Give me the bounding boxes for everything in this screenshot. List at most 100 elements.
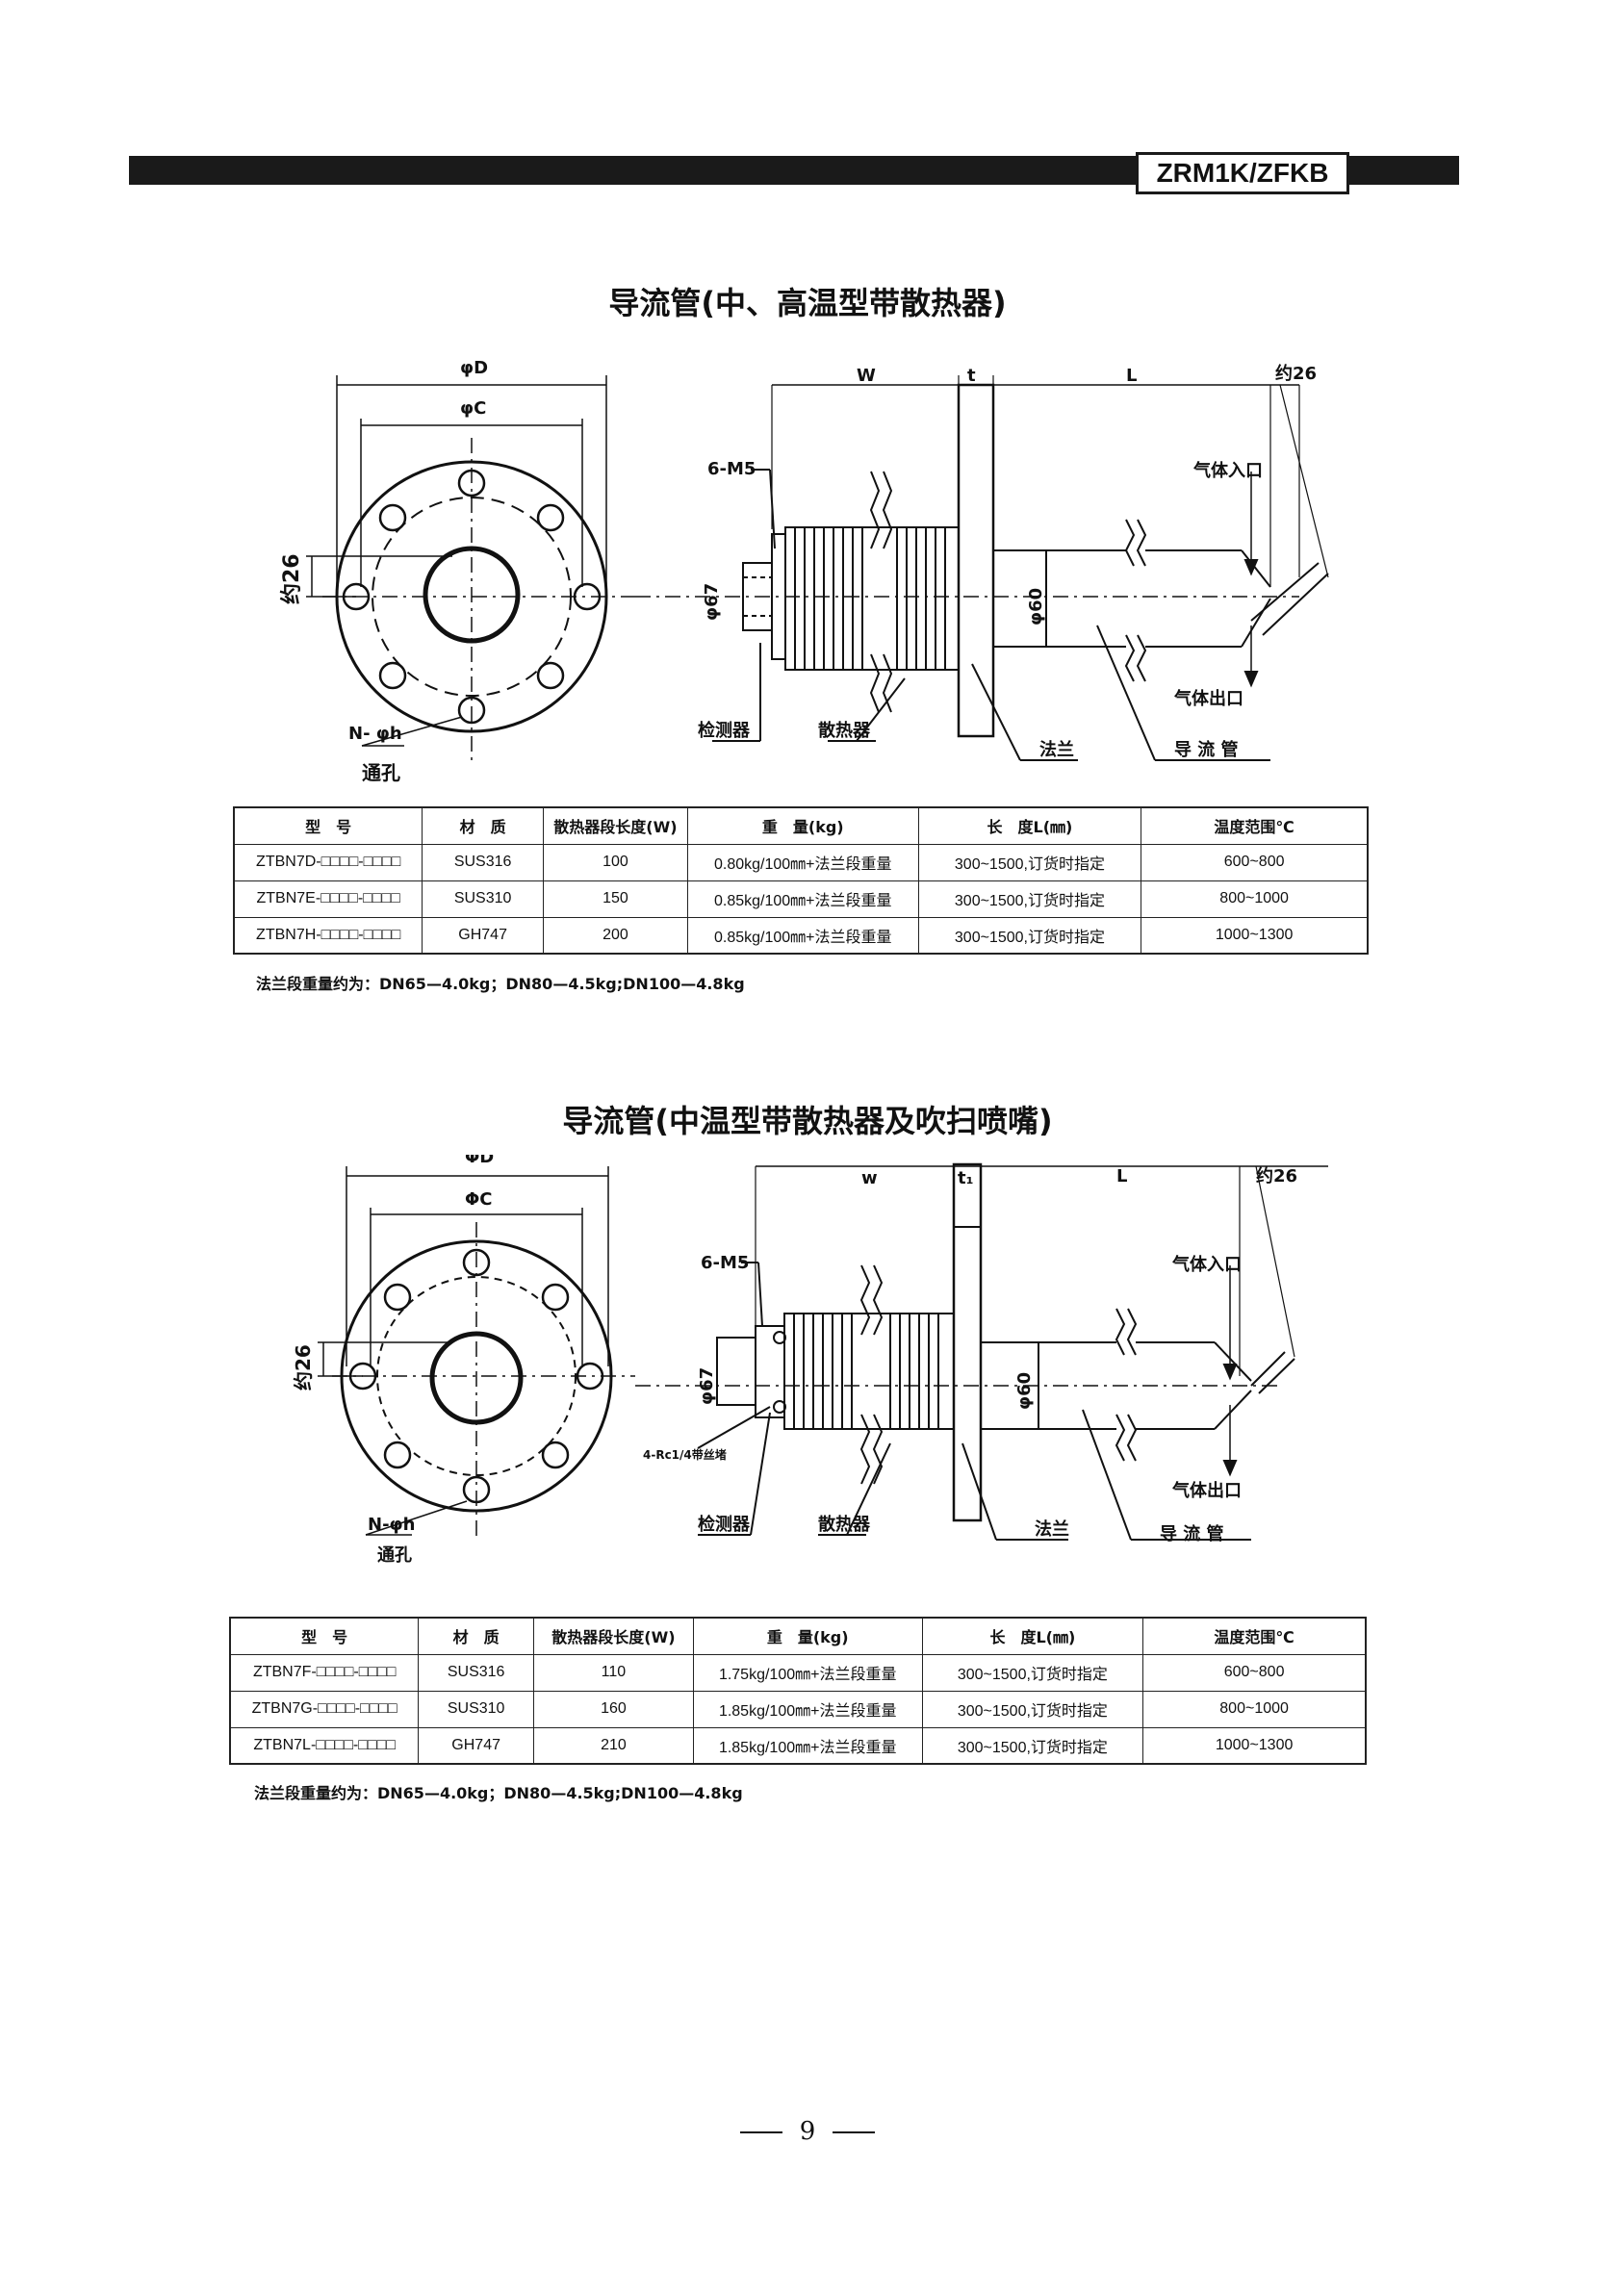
s2-n-phih-label: N-φh — [368, 1515, 415, 1535]
table-header-row: 型 号材 质散热器段长度(W)重 量(kg)长 度L(㎜)温度范围℃ — [229, 1617, 1367, 1655]
table-header-cell: 温度范围℃ — [1142, 1617, 1367, 1655]
s1-phiC-label: φC — [460, 398, 486, 419]
s1-flange-label: 法兰 — [1039, 739, 1074, 760]
model-tag: ZRM1K/ZFKB — [1136, 152, 1349, 194]
s1-m5-label: 6-M5 — [707, 459, 756, 479]
page-number-text: 9 — [799, 2117, 816, 2146]
section1-title: 导流管(中、高温型带散热器) — [608, 285, 1007, 321]
s1-w-label: W — [857, 366, 876, 386]
table-cell: ZTBN7H-□□□□-□□□□ — [233, 916, 423, 955]
table-cell: 150 — [542, 880, 688, 918]
table-header-cell: 长 度L(㎜) — [921, 1617, 1144, 1655]
s2-guide-tube-label: 导 流 管 — [1160, 1523, 1224, 1544]
table-header-cell: 温度范围℃ — [1141, 806, 1369, 845]
s2-gas-out-label: 气体出口 — [1171, 1480, 1242, 1501]
section1-drawing: φD φC 约26 N- φh 通孔 W t L 约26 6-M5 φ67 φ6… — [279, 358, 1329, 784]
table-cell: 210 — [533, 1726, 694, 1765]
page-number-dash-left — [739, 2131, 782, 2133]
table-cell: 110 — [533, 1653, 694, 1692]
s1-gas-in-label: 气体入口 — [1192, 460, 1263, 481]
table-header-cell: 散热器段长度(W) — [542, 806, 688, 845]
table-cell: 600~800 — [1142, 1653, 1367, 1692]
s2-phiD-label: ΦD — [465, 1155, 494, 1167]
s2-approx26-right: 约26 — [1256, 1165, 1297, 1186]
table-cell: 300~1500,订货时指定 — [921, 1653, 1144, 1692]
table-header-cell: 重 量(kg) — [692, 1617, 923, 1655]
table-cell: 1.75kg/100㎜+法兰段重量 — [692, 1653, 923, 1692]
table-cell: 1.85kg/100㎜+法兰段重量 — [692, 1690, 923, 1728]
table-header-cell: 型 号 — [233, 806, 423, 845]
s1-radiator-label: 散热器 — [818, 720, 871, 741]
s1-phi60-label: φ60 — [1026, 588, 1046, 625]
s1-approx26-right: 约26 — [1275, 363, 1317, 384]
s1-guide-tube-label: 导 流 管 — [1174, 739, 1239, 760]
table-cell: 0.80kg/100㎜+法兰段重量 — [686, 843, 919, 881]
table-cell: ZTBN7E-□□□□-□□□□ — [233, 880, 423, 918]
table-cell: 600~800 — [1141, 843, 1369, 881]
s2-m5-label: 6-M5 — [701, 1253, 749, 1273]
s1-t-label: t — [967, 366, 976, 386]
table-cell: 1000~1300 — [1142, 1726, 1367, 1765]
s2-rc-label: 4-Rc1/4带丝堵 — [643, 1447, 727, 1462]
table-cell: 1.85kg/100㎜+法兰段重量 — [692, 1726, 923, 1765]
table-header-cell: 散热器段长度(W) — [533, 1617, 694, 1655]
table-cell: 300~1500,订货时指定 — [917, 843, 1142, 881]
table-header-cell: 长 度L(㎜) — [917, 806, 1142, 845]
table-cell: SUS310 — [418, 1690, 534, 1728]
table-cell: ZTBN7D-□□□□-□□□□ — [233, 843, 423, 881]
section2-drawing: ΦD ΦC 约26 N-φh 通孔 w t₁ L 约26 6-M5 φ67 φ6… — [292, 1155, 1328, 1566]
section1-note: 法兰段重量约为：DN65—4.0kg；DN80—4.5kg;DN100—4.8k… — [256, 975, 745, 993]
s2-w-label: w — [861, 1168, 878, 1188]
s2-flange-label: 法兰 — [1035, 1518, 1069, 1540]
table-cell: ZTBN7L-□□□□-□□□□ — [229, 1726, 420, 1765]
table-cell: 300~1500,订货时指定 — [921, 1726, 1144, 1765]
s1-gas-out-label: 气体出口 — [1173, 688, 1243, 709]
s2-t-label: t₁ — [958, 1168, 974, 1188]
table-cell: SUS310 — [422, 880, 544, 918]
table-cell: ZTBN7G-□□□□-□□□□ — [229, 1690, 420, 1728]
table-header-cell: 重 量(kg) — [686, 806, 919, 845]
s1-n-phih-label: N- φh — [348, 724, 402, 744]
table-cell: 300~1500,订货时指定 — [917, 916, 1142, 955]
table-cell: GH747 — [418, 1726, 534, 1765]
table-cell: 160 — [533, 1690, 694, 1728]
table-cell: 300~1500,订货时指定 — [917, 880, 1142, 918]
page-number-dash-right — [833, 2131, 876, 2133]
s1-phiD-label: φD — [460, 358, 488, 378]
table-cell: 800~1000 — [1142, 1690, 1367, 1728]
page-number: 9 — [0, 2117, 1615, 2146]
s1-L-label: L — [1126, 366, 1137, 386]
s1-approx26-left: 约26 — [279, 553, 304, 604]
table-header-cell: 型 号 — [229, 1617, 420, 1655]
table-cell: 0.85kg/100㎜+法兰段重量 — [686, 916, 919, 955]
table-cell: ZTBN7F-□□□□-□□□□ — [229, 1653, 420, 1692]
table-header-cell: 材 质 — [418, 1617, 534, 1655]
table-header-cell: 材 质 — [422, 806, 544, 845]
s2-detector-label: 检测器 — [698, 1514, 751, 1535]
s2-gas-in-label: 气体入口 — [1171, 1254, 1242, 1275]
s2-through-hole-label: 通孔 — [377, 1545, 412, 1566]
s1-through-hole-label: 通孔 — [362, 761, 400, 784]
section2-note: 法兰段重量约为：DN65—4.0kg；DN80—4.5kg;DN100—4.8k… — [254, 1784, 743, 1802]
s2-radiator-label: 散热器 — [818, 1514, 871, 1535]
s2-phi67-label: φ67 — [697, 1367, 717, 1405]
section1-spec-table: 型 号材 质散热器段长度(W)重 量(kg)长 度L(㎜)温度范围℃ ZTBN7… — [233, 806, 1369, 955]
table-cell: GH747 — [422, 916, 544, 955]
table-cell: 0.85kg/100㎜+法兰段重量 — [686, 880, 919, 918]
s1-phi67-label: φ67 — [702, 583, 722, 621]
s1-detector-label: 检测器 — [698, 720, 751, 741]
table-cell: 1000~1300 — [1141, 916, 1369, 955]
s2-phi60-label: φ60 — [1014, 1372, 1035, 1410]
table-header-row: 型 号材 质散热器段长度(W)重 量(kg)长 度L(㎜)温度范围℃ — [233, 806, 1369, 845]
table-cell: 800~1000 — [1141, 880, 1369, 918]
table-cell: SUS316 — [418, 1653, 534, 1692]
section2-title: 导流管(中温型带散热器及吹扫喷嘴) — [562, 1103, 1053, 1139]
table-cell: 200 — [542, 916, 688, 955]
table-cell: 100 — [542, 843, 688, 881]
